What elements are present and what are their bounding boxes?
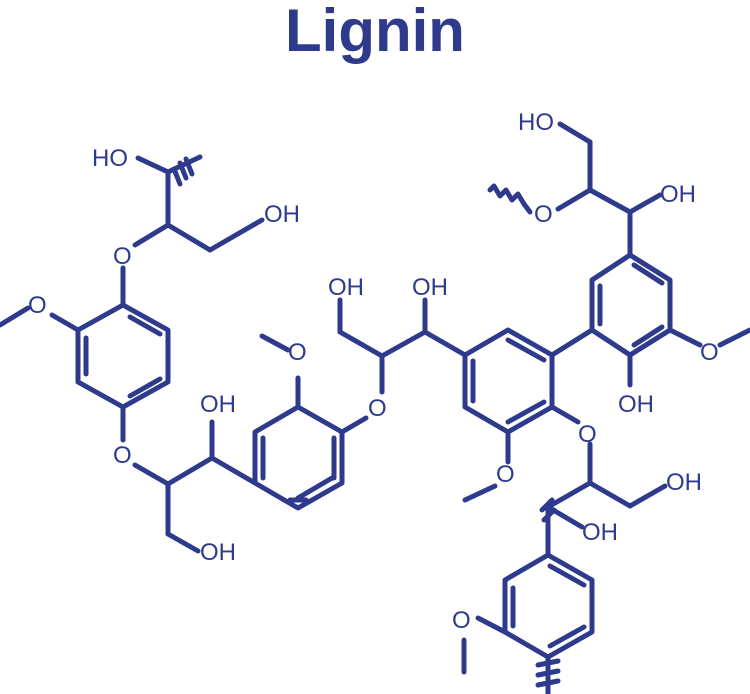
- oh-label-left-chain: OH: [200, 391, 236, 418]
- atom-labels: HO OH O O O OH OH O O OH OH O O OH OH O …: [28, 109, 719, 634]
- page-title: Lignin: [285, 0, 465, 64]
- oh-label-lower-middle: OH: [582, 519, 618, 546]
- o-label-methoxy-4: O: [452, 607, 471, 634]
- oh-label-middle-1: OH: [328, 274, 364, 301]
- oh-label-bottom-left: OH: [200, 539, 236, 566]
- o-label-ether-3: O: [368, 395, 387, 422]
- oh-label-lower-right: OH: [666, 469, 702, 496]
- oh-label-top-left-chain: OH: [264, 201, 300, 228]
- o-label-ether-2: O: [113, 442, 132, 469]
- o-label-ether-5: O: [534, 201, 553, 228]
- o-label-methoxy-1: O: [28, 292, 47, 319]
- oh-label-ring-e: OH: [618, 391, 654, 418]
- ho-label-top-right: HO: [518, 109, 554, 136]
- bonds: [0, 121, 750, 694]
- o-label-ether-1: O: [113, 243, 132, 270]
- o-label-methoxy-2: O: [288, 339, 307, 366]
- ho-label-top-left: HO: [92, 145, 128, 172]
- o-label-ether-4: O: [578, 421, 597, 448]
- o-label-methoxy-3: O: [496, 461, 515, 488]
- oh-label-middle-2: OH: [412, 274, 448, 301]
- o-label-methoxy-5: O: [700, 339, 719, 366]
- oh-label-top-right: OH: [660, 181, 696, 208]
